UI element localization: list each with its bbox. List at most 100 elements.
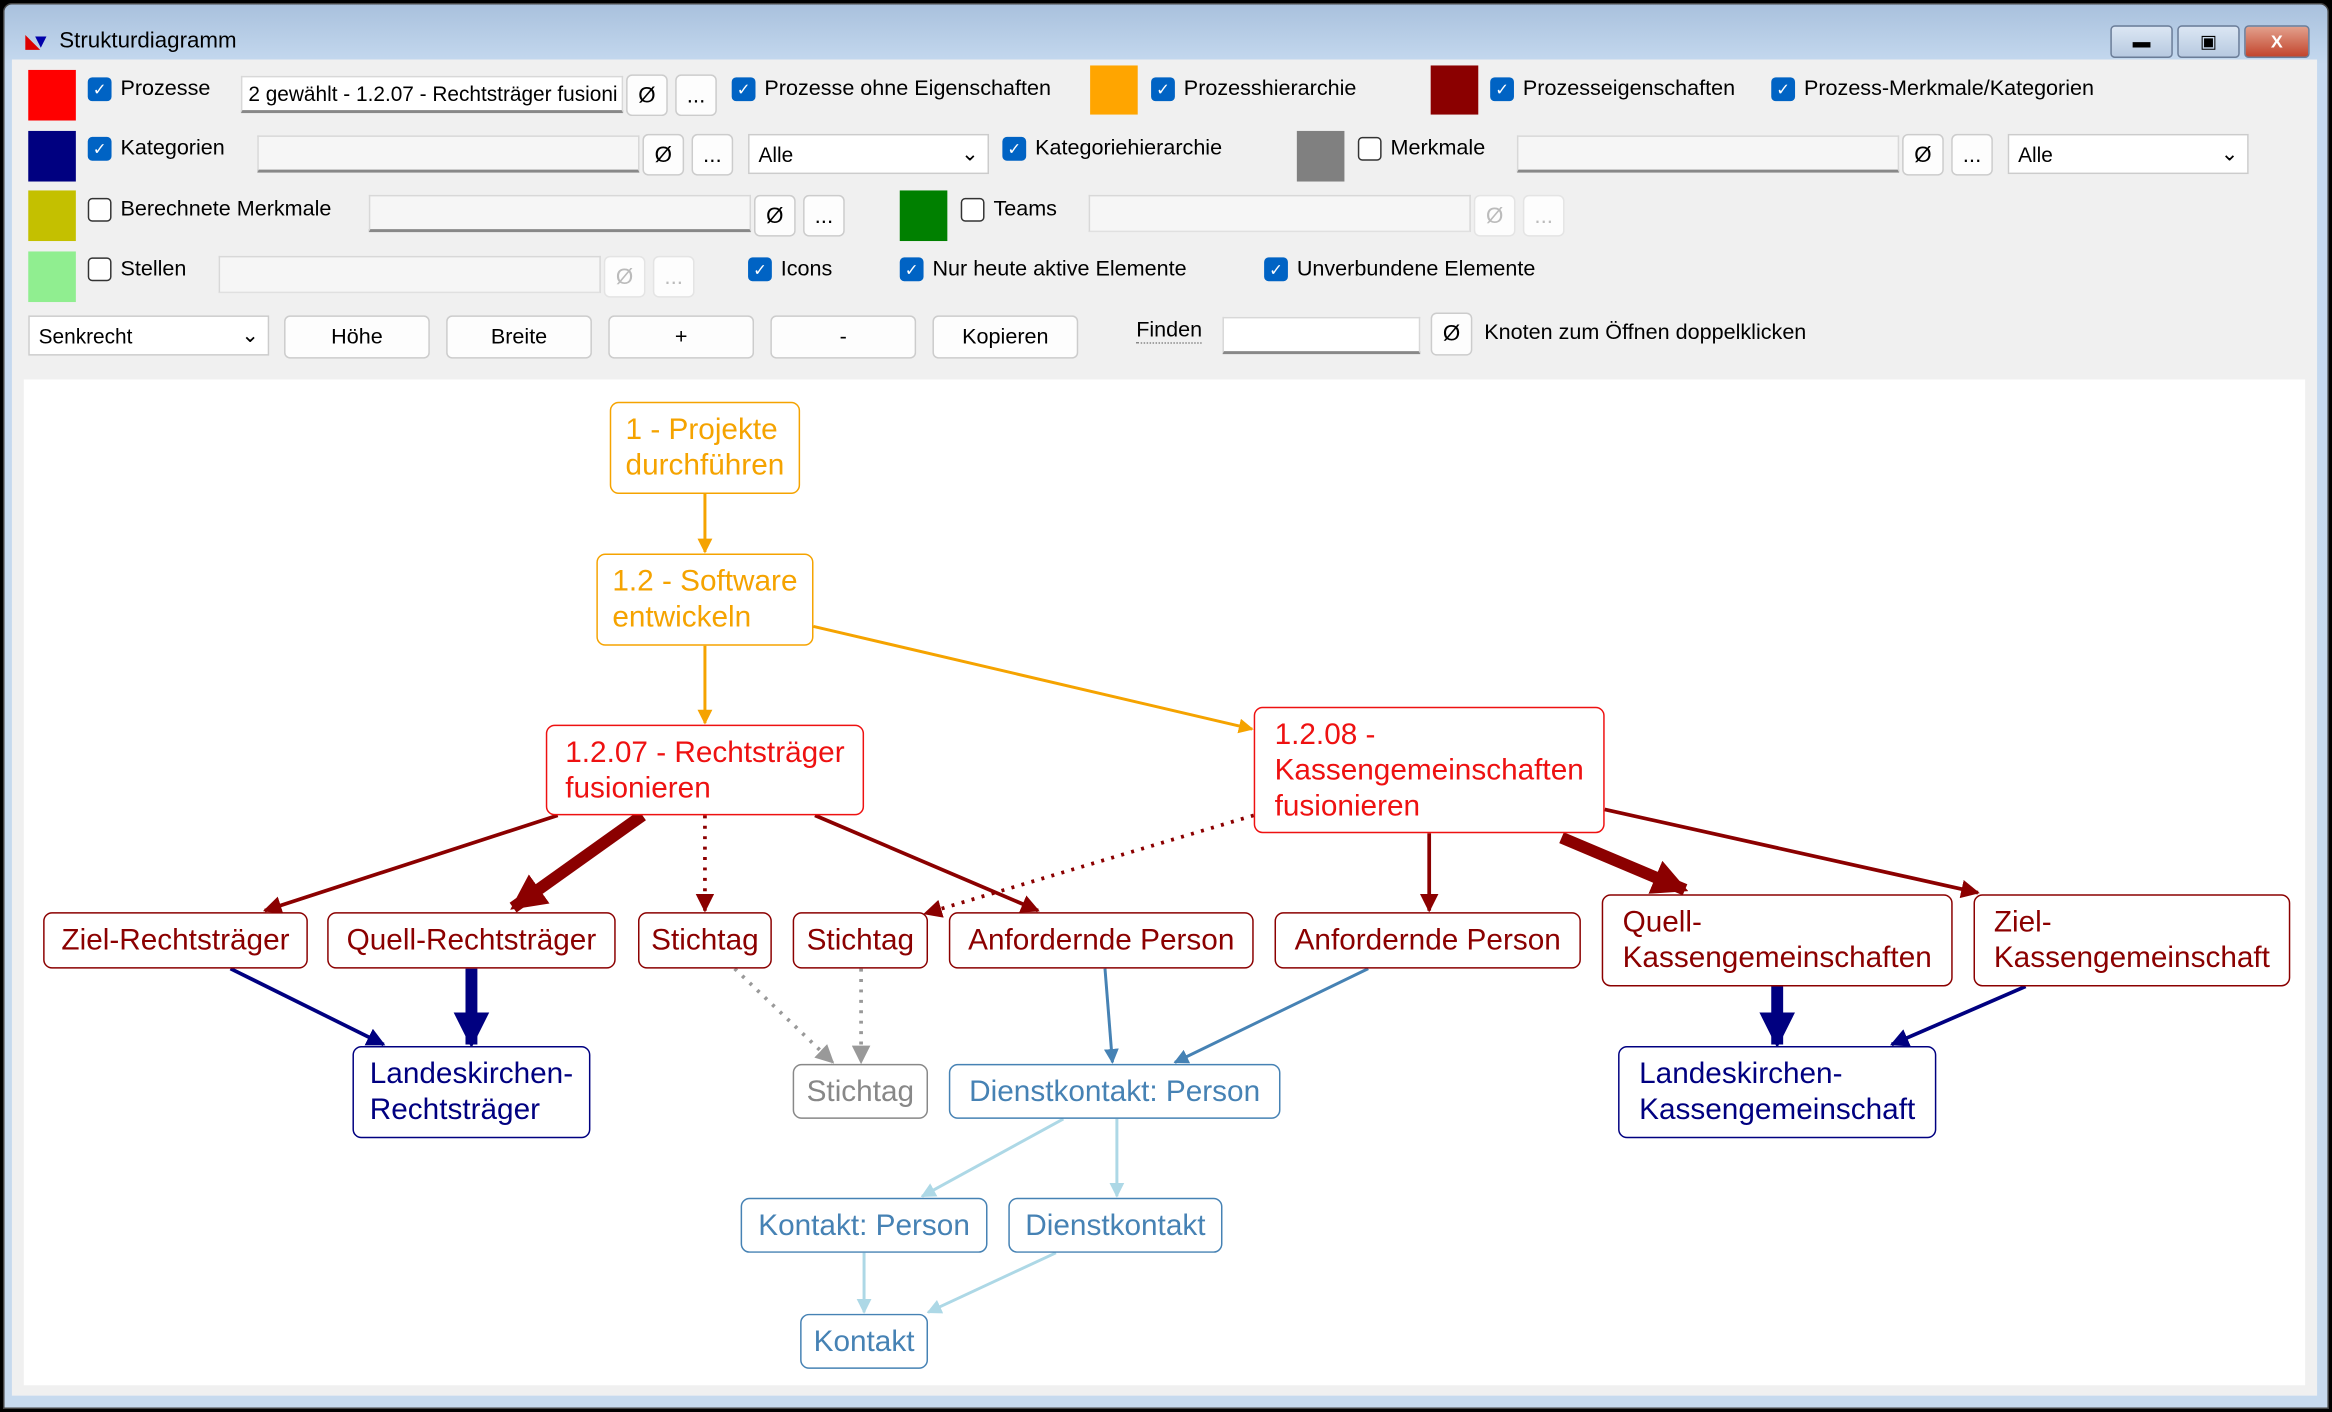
prozesse-checkbox[interactable]: ✓Prozesse [87,77,210,102]
merkmale-selection-field[interactable] [1516,135,1900,173]
kategorien-clear-button[interactable]: Ø [642,133,685,176]
prozesse-color-swatch[interactable] [28,69,76,121]
merkmale-clear-button[interactable]: Ø [1902,133,1944,176]
teams-selection-field [1088,194,1471,233]
select-value: Alle [758,142,794,166]
checkbox-checked-icon: ✓ [1151,77,1175,102]
node-label: 1.2.08 - Kassengemeinschaften fusioniere… [1274,717,1584,823]
close-button[interactable]: X [2244,25,2310,59]
node-1-projekte-durchfuehren[interactable]: 1 - Projekte durchführen [609,401,801,494]
berechnete-more-button[interactable]: ... [803,194,845,237]
prozesshierarchie-color-swatch[interactable] [1090,65,1138,115]
prozess-merkmale-kategorien-checkbox[interactable]: ✓Prozess-Merkmale/Kategorien [1771,77,2094,102]
berechnete-merkmale-checkbox[interactable]: Berechnete Merkmale [87,197,331,222]
node-landeskirchen-rechtstraeger[interactable]: Landeskirchen- Rechtsträger [352,1045,591,1139]
node-kontakt-person[interactable]: Kontakt: Person [740,1197,988,1253]
edge-dotted [733,967,835,1064]
node-ziel-kassengemeinschaft[interactable]: Ziel- Kassengemeinschaft [1973,894,2291,987]
node-ziel-rechtstraeger[interactable]: Ziel-Rechtsträger [43,912,308,969]
kopieren-button[interactable]: Kopieren [932,315,1079,359]
prozesse-ohne-eigenschaften-checkbox[interactable]: ✓Prozesse ohne Eigenschaften [731,77,1051,102]
prozesse-clear-button[interactable]: Ø [626,74,668,117]
stellen-more-button: ... [652,255,695,298]
node-1-2-07-rechtstraeger-fusionieren[interactable]: 1.2.07 - Rechtsträger fusionieren [545,724,865,816]
kategorien-more-button[interactable]: ... [691,133,734,176]
edge [814,813,1040,913]
edge [1890,984,2027,1047]
teams-more-button: ... [1522,194,1565,237]
checkbox-checked-icon: ✓ [87,136,112,161]
prozesse-selection-field[interactable]: 2 gewählt - 1.2.07 - Rechtsträger fusion… [240,75,624,114]
merkmale-checkbox[interactable]: Merkmale [1357,136,1486,161]
merkmale-more-button[interactable]: ... [1951,133,1993,176]
checkbox-checked-icon: ✓ [748,257,772,282]
checkbox-label: Prozesse ohne Eigenschaften [764,77,1051,102]
checkbox-checked-icon: ✓ [1490,77,1514,102]
node-stichtag[interactable]: Stichtag [792,912,929,969]
kategoriehierarchie-checkbox[interactable]: ✓Kategoriehierarchie [1002,136,1222,161]
select-value: Alle [2018,142,2053,166]
node-label: Landeskirchen- Rechtsträger [369,1057,574,1127]
node-label: Quell- Kassengemeinschaften [1622,906,1932,975]
node-1-2-08-kassengemeinschaften-fusionieren[interactable]: 1.2.08 - Kassengemeinschaften fusioniere… [1253,706,1605,834]
prozesse-more-button[interactable]: ... [675,74,717,117]
unverbundene-elemente-checkbox[interactable]: ✓ Unverbundene Elemente [1264,257,1536,282]
node-quell-rechtstraeger[interactable]: Quell-Rechtsträger [327,912,616,969]
node-dienstkontakt[interactable]: Dienstkontakt [1008,1197,1223,1253]
zoom-out-button[interactable]: - [770,315,917,359]
checkbox-label: Unverbundene Elemente [1296,257,1536,282]
edge [813,624,1254,734]
berechnete-merkmale-selection-field[interactable] [368,194,752,233]
checkbox-checked-icon: ✓ [1002,136,1027,161]
merkmale-filter-select[interactable]: Alle⌄ [2007,133,2249,175]
edge [1173,967,1369,1064]
teams-color-swatch[interactable] [899,190,948,242]
kategorien-color-swatch[interactable] [28,130,76,182]
stellen-color-swatch[interactable] [28,251,76,303]
finden-clear-button[interactable]: Ø [1430,312,1473,356]
finden-label: Finden [1136,318,1203,344]
node-stichtag[interactable]: Stichtag [638,912,772,969]
node-landeskirchen-kassengemeinschaft[interactable]: Landeskirchen- Kassengemeinschaft [1618,1045,1937,1139]
stellen-clear-button: Ø [603,255,646,298]
maximize-button[interactable]: ▣ [2177,25,2240,59]
stellen-checkbox[interactable]: Stellen [87,257,187,282]
berechnete-merkmale-color-swatch[interactable] [28,190,76,242]
checkbox-unchecked-icon [960,197,985,222]
node-kontakt[interactable]: Kontakt [800,1313,929,1369]
node-label: Stichtag [651,923,759,957]
node-quell-kassengemeinschaften[interactable]: Quell- Kassengemeinschaften [1601,894,1953,987]
checkbox-checked-icon: ✓ [899,257,924,282]
node-dienstkontakt-person[interactable]: Dienstkontakt: Person [948,1063,1281,1119]
finden-input[interactable] [1222,316,1421,355]
hoehe-button[interactable]: Höhe [284,315,430,359]
teams-checkbox[interactable]: Teams [960,197,1057,222]
merkmale-color-swatch[interactable] [1296,130,1345,182]
prozesshierarchie-checkbox[interactable]: ✓Prozesshierarchie [1151,77,1356,102]
layout-select[interactable]: Senkrecht⌄ [28,315,270,356]
icons-checkbox[interactable]: ✓Icons [748,257,832,282]
node-label: Dienstkontakt [1025,1208,1206,1242]
checkbox-label: Merkmale [1390,136,1486,161]
checkbox-checked-icon: ✓ [87,77,112,102]
prozesseigenschaften-checkbox[interactable]: ✓ Prozesseigenschaften [1490,77,1736,102]
kategorien-filter-select[interactable]: Alle⌄ [748,133,989,175]
checkbox-label: Stellen [120,257,187,282]
node-1-2-software-entwickeln[interactable]: 1.2 - Software entwickeln [596,553,814,646]
prozesseigenschaften-color-swatch[interactable] [1430,65,1479,115]
kategorien-checkbox[interactable]: ✓ Kategorien [87,136,225,161]
node-anfordernde-person[interactable]: Anfordernde Person [948,912,1254,969]
nur-heute-aktive-checkbox[interactable]: ✓Nur heute aktive Elemente [899,257,1187,282]
zoom-in-button[interactable]: + [608,315,755,359]
checkbox-label: Prozesseigenschaften [1522,77,1736,102]
berechnete-clear-button[interactable]: Ø [754,194,796,237]
breite-button[interactable]: Breite [446,315,592,359]
checkbox-label: Kategorien [120,136,225,161]
edge [1604,807,1980,899]
node-anfordernde-person[interactable]: Anfordernde Person [1274,912,1581,969]
minimize-button[interactable]: ▬ [2110,25,2173,59]
kategorien-selection-field[interactable] [257,135,640,173]
node-stichtag-category[interactable]: Stichtag [792,1063,929,1119]
checkbox-checked-icon: ✓ [1264,257,1288,282]
